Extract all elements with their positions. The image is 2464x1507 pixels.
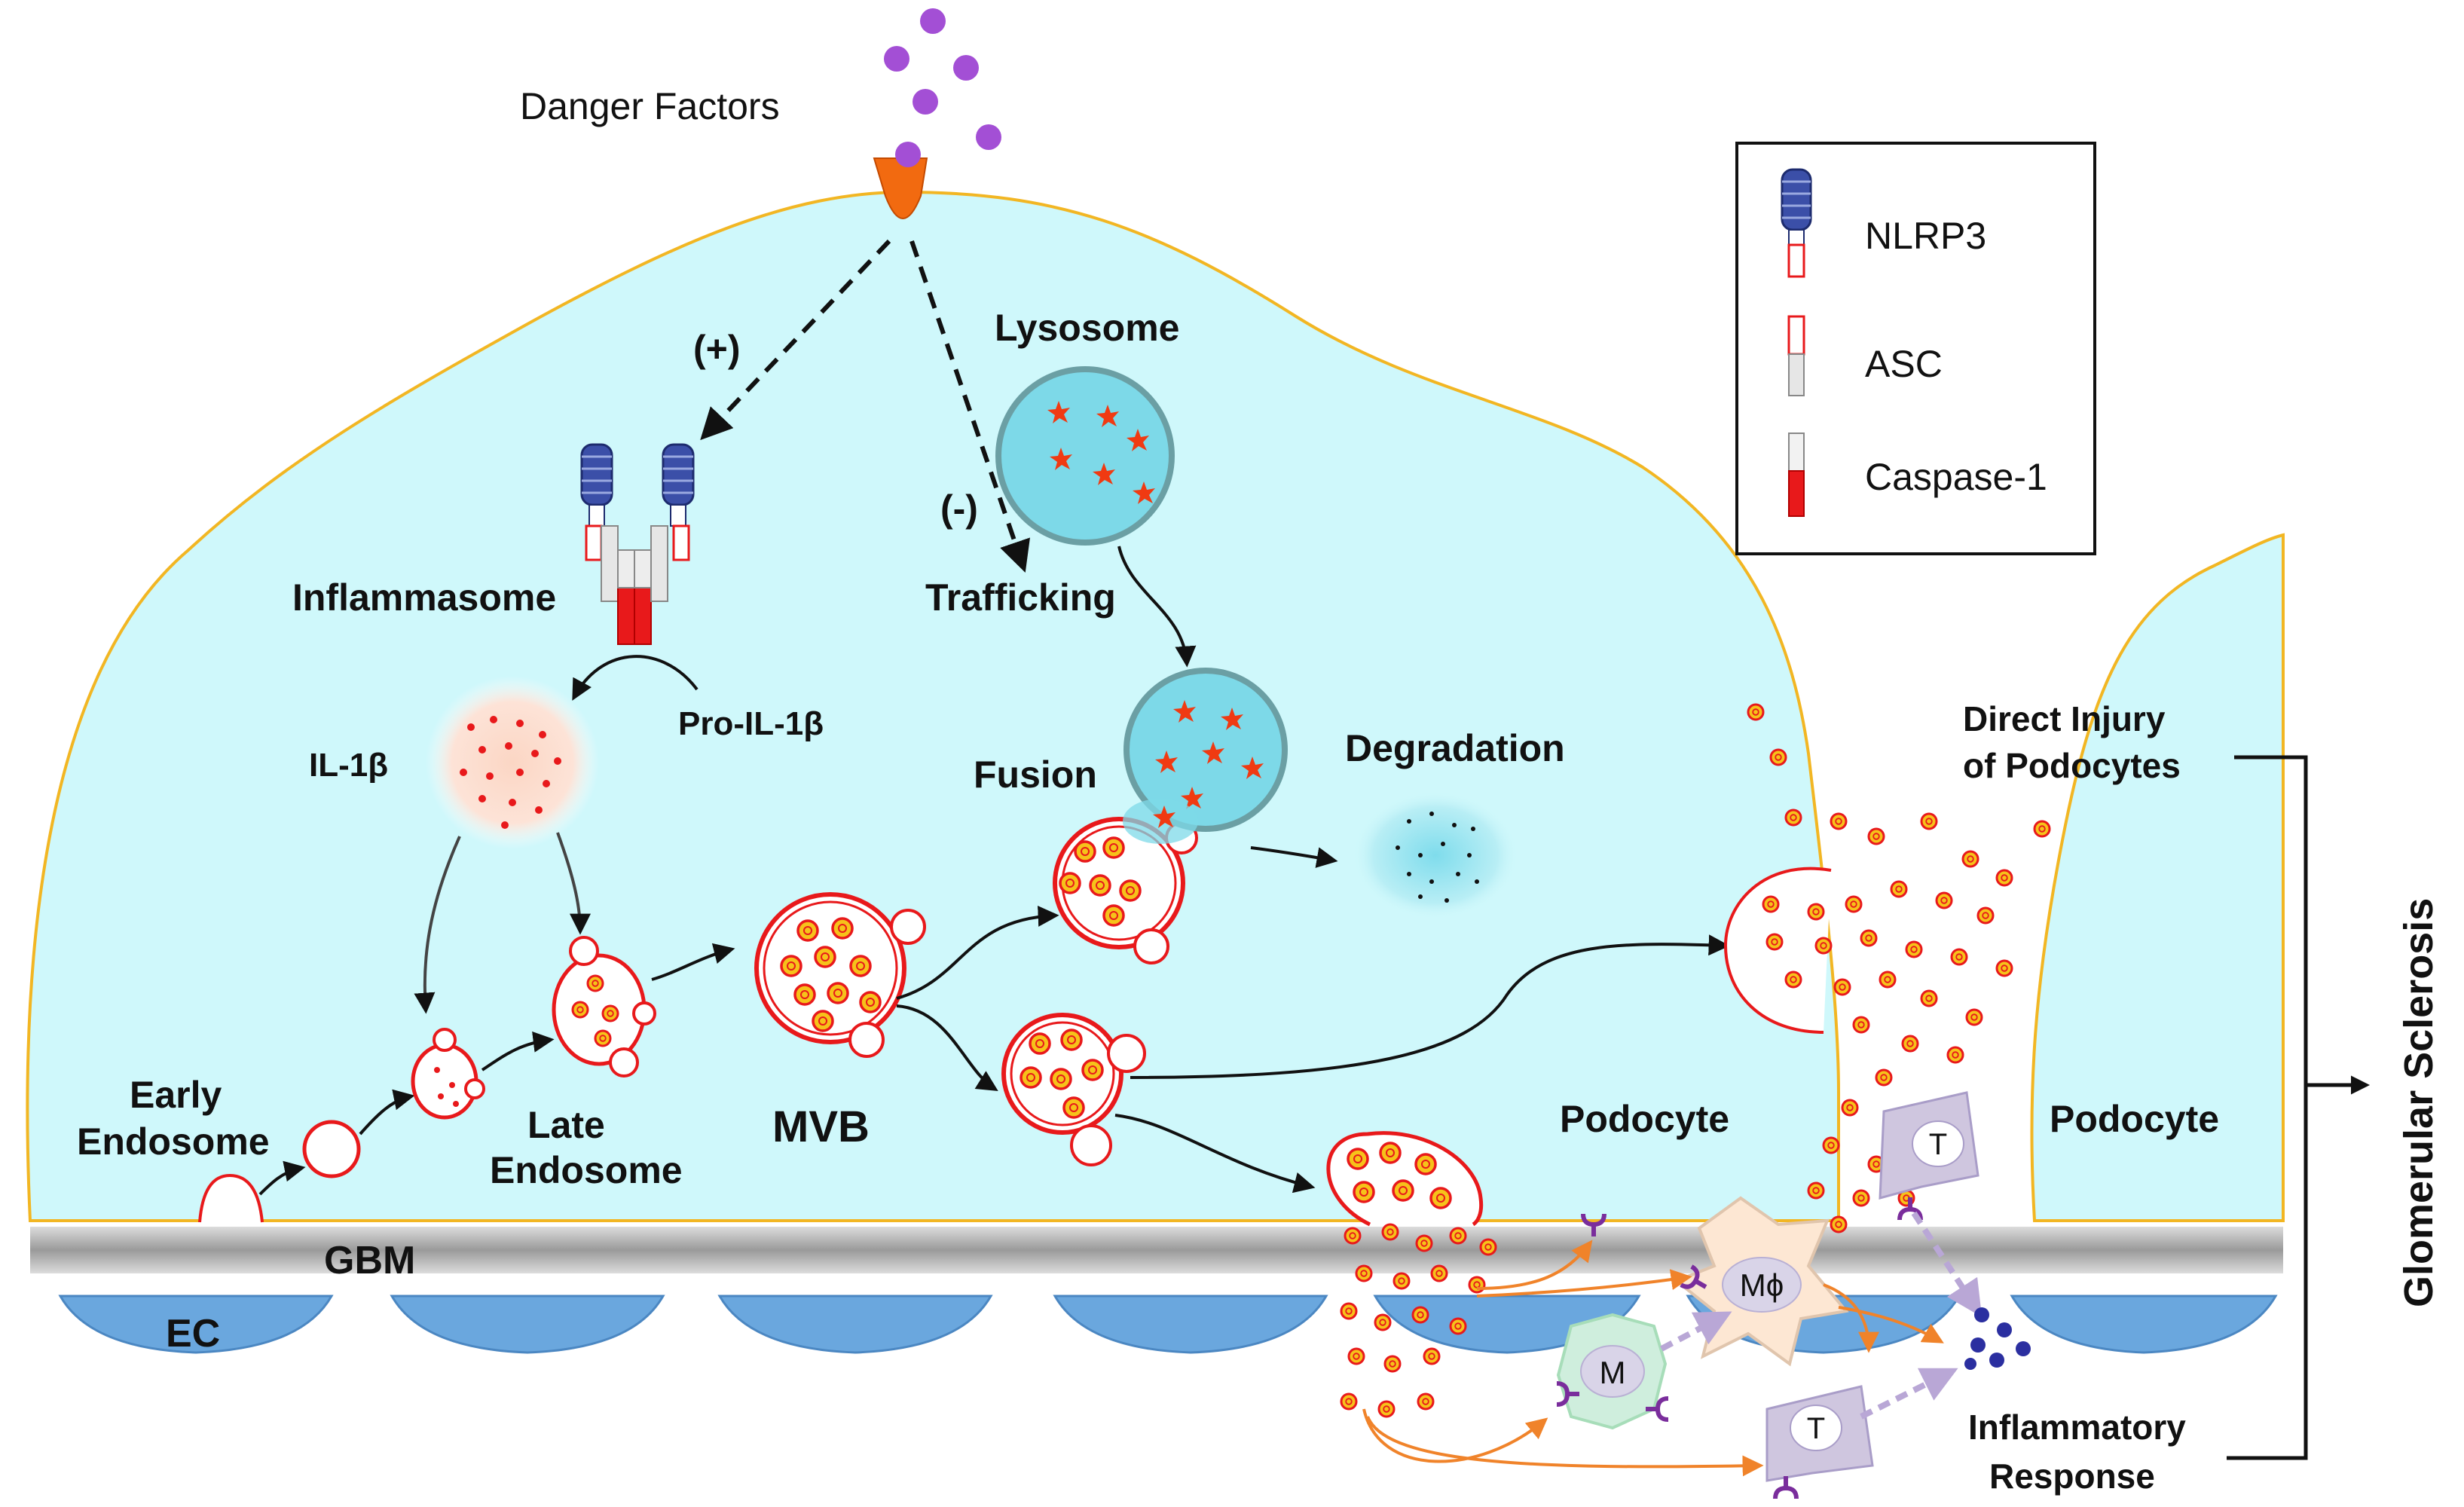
caspase1-icon	[1788, 433, 1805, 517]
t-cell-bottom-label: T	[1807, 1412, 1825, 1445]
immune-signaling-arrows	[1660, 1211, 1983, 1420]
gbm-label: GBM	[324, 1239, 415, 1282]
degradation-cloud	[1353, 791, 1518, 919]
endothelial-cells	[58, 1295, 2278, 1354]
activation-arrow	[700, 239, 891, 441]
early-endosome-label-2: Endosome	[77, 1120, 270, 1163]
gbm-band	[30, 1227, 2283, 1273]
legend-label-asc: ASC	[1865, 343, 1943, 385]
glomerular-sclerosis-label: Glomerular Sclerosis	[2396, 898, 2441, 1307]
late-endosome	[552, 936, 656, 1078]
mvb2-to-release-arrow	[1114, 1114, 1316, 1194]
minus-label: (-)	[940, 488, 978, 530]
mvb-secondary	[1001, 1013, 1146, 1166]
pro-il1b-arrow	[572, 655, 699, 701]
exosome-uptake-arrows	[1362, 1240, 1944, 1477]
danger-factors-label: Danger Factors	[520, 85, 780, 127]
fusing-lysosome	[1123, 668, 1288, 832]
early-to-maturing-arrow	[359, 1089, 415, 1136]
podocyte-label-right: Podocyte	[2050, 1098, 2219, 1140]
mvb	[754, 892, 926, 1058]
monocyte: M	[1557, 1313, 1668, 1430]
il1b-arrow-late	[556, 832, 591, 935]
il1b-arrow-early	[414, 836, 461, 1014]
lysosome-to-fusion-arrow	[1117, 546, 1197, 668]
apical-release-pocket	[1723, 867, 1832, 1034]
il1b-cloud	[426, 676, 599, 849]
mvb-label: MVB	[772, 1102, 870, 1151]
inflammatory-label-1: Inflammatory	[1968, 1408, 2186, 1447]
early-endosome-label-1: Early	[130, 1074, 222, 1116]
il1b-label: IL-1β	[309, 747, 388, 784]
asc-icon	[1787, 315, 1805, 396]
t-cell-top-label: T	[1929, 1128, 1947, 1161]
mvb-to-mvb2-arrow	[896, 1004, 998, 1091]
podocyte-cell-body-right	[2030, 533, 2285, 1222]
direct-injury-label-1: Direct Injury	[1963, 699, 2166, 738]
releasing-mvb	[1326, 1131, 1484, 1227]
mvb2-to-podocyte-arrow	[1130, 934, 1730, 1079]
late-endosome-label-1: Late	[527, 1104, 605, 1146]
plus-label: (+)	[693, 328, 741, 370]
nlrp3-icon	[1781, 168, 1812, 278]
danger-factor-particles	[884, 8, 1001, 167]
degradation-fragments	[1396, 812, 1479, 903]
t-cell-bottom: T	[1765, 1385, 1874, 1499]
maturing-endosome	[411, 1028, 485, 1120]
degradation-label: Degradation	[1345, 727, 1565, 769]
il1b-particles	[460, 716, 561, 829]
inflammatory-cytokines	[1964, 1307, 2031, 1370]
inhibition-arrow	[909, 240, 1030, 573]
legend: NLRP3 ASC Caspase-1	[1735, 142, 2096, 555]
macrophage-label: Mϕ	[1740, 1267, 1784, 1303]
lysosome	[995, 366, 1175, 546]
late-to-mvb-arrow	[651, 943, 735, 981]
fusion-vesicle	[1053, 817, 1198, 964]
sclerosis-bracket	[2227, 755, 2308, 1460]
pro-il1b-label: Pro-IL-1β	[678, 705, 824, 742]
inflammasome-label: Inflammasome	[292, 576, 556, 619]
fusion-to-degradation-arrow	[1250, 846, 1338, 868]
early-endosome	[302, 1120, 361, 1178]
fusion-label: Fusion	[974, 754, 1097, 796]
inflammasome-complex	[580, 443, 695, 645]
late-endosome-label-2: Endosome	[490, 1149, 683, 1191]
podocyte-label-left: Podocyte	[1560, 1098, 1729, 1140]
early-endosome-bud	[198, 1173, 264, 1223]
trafficking-label: Trafficking	[925, 576, 1116, 619]
inflammatory-label-2: Response	[1989, 1457, 2155, 1496]
legend-label-caspase1: Caspase-1	[1865, 456, 2047, 498]
monocyte-label: M	[1600, 1355, 1626, 1390]
direct-injury-label-2: of Podocytes	[1963, 746, 2181, 785]
lysosome-label: Lysosome	[995, 307, 1179, 349]
legend-label-nlrp3: NLRP3	[1865, 215, 1986, 257]
maturing-to-late-arrow	[481, 1031, 555, 1071]
podocyte-cell-body-left	[26, 190, 1840, 1222]
ec-label: EC	[166, 1312, 220, 1356]
danger-receptor	[873, 157, 928, 219]
mvb-to-fusion-arrow	[896, 905, 1059, 1000]
t-cell-top: T	[1879, 1091, 1979, 1220]
bud-to-early-arrow	[258, 1160, 306, 1196]
